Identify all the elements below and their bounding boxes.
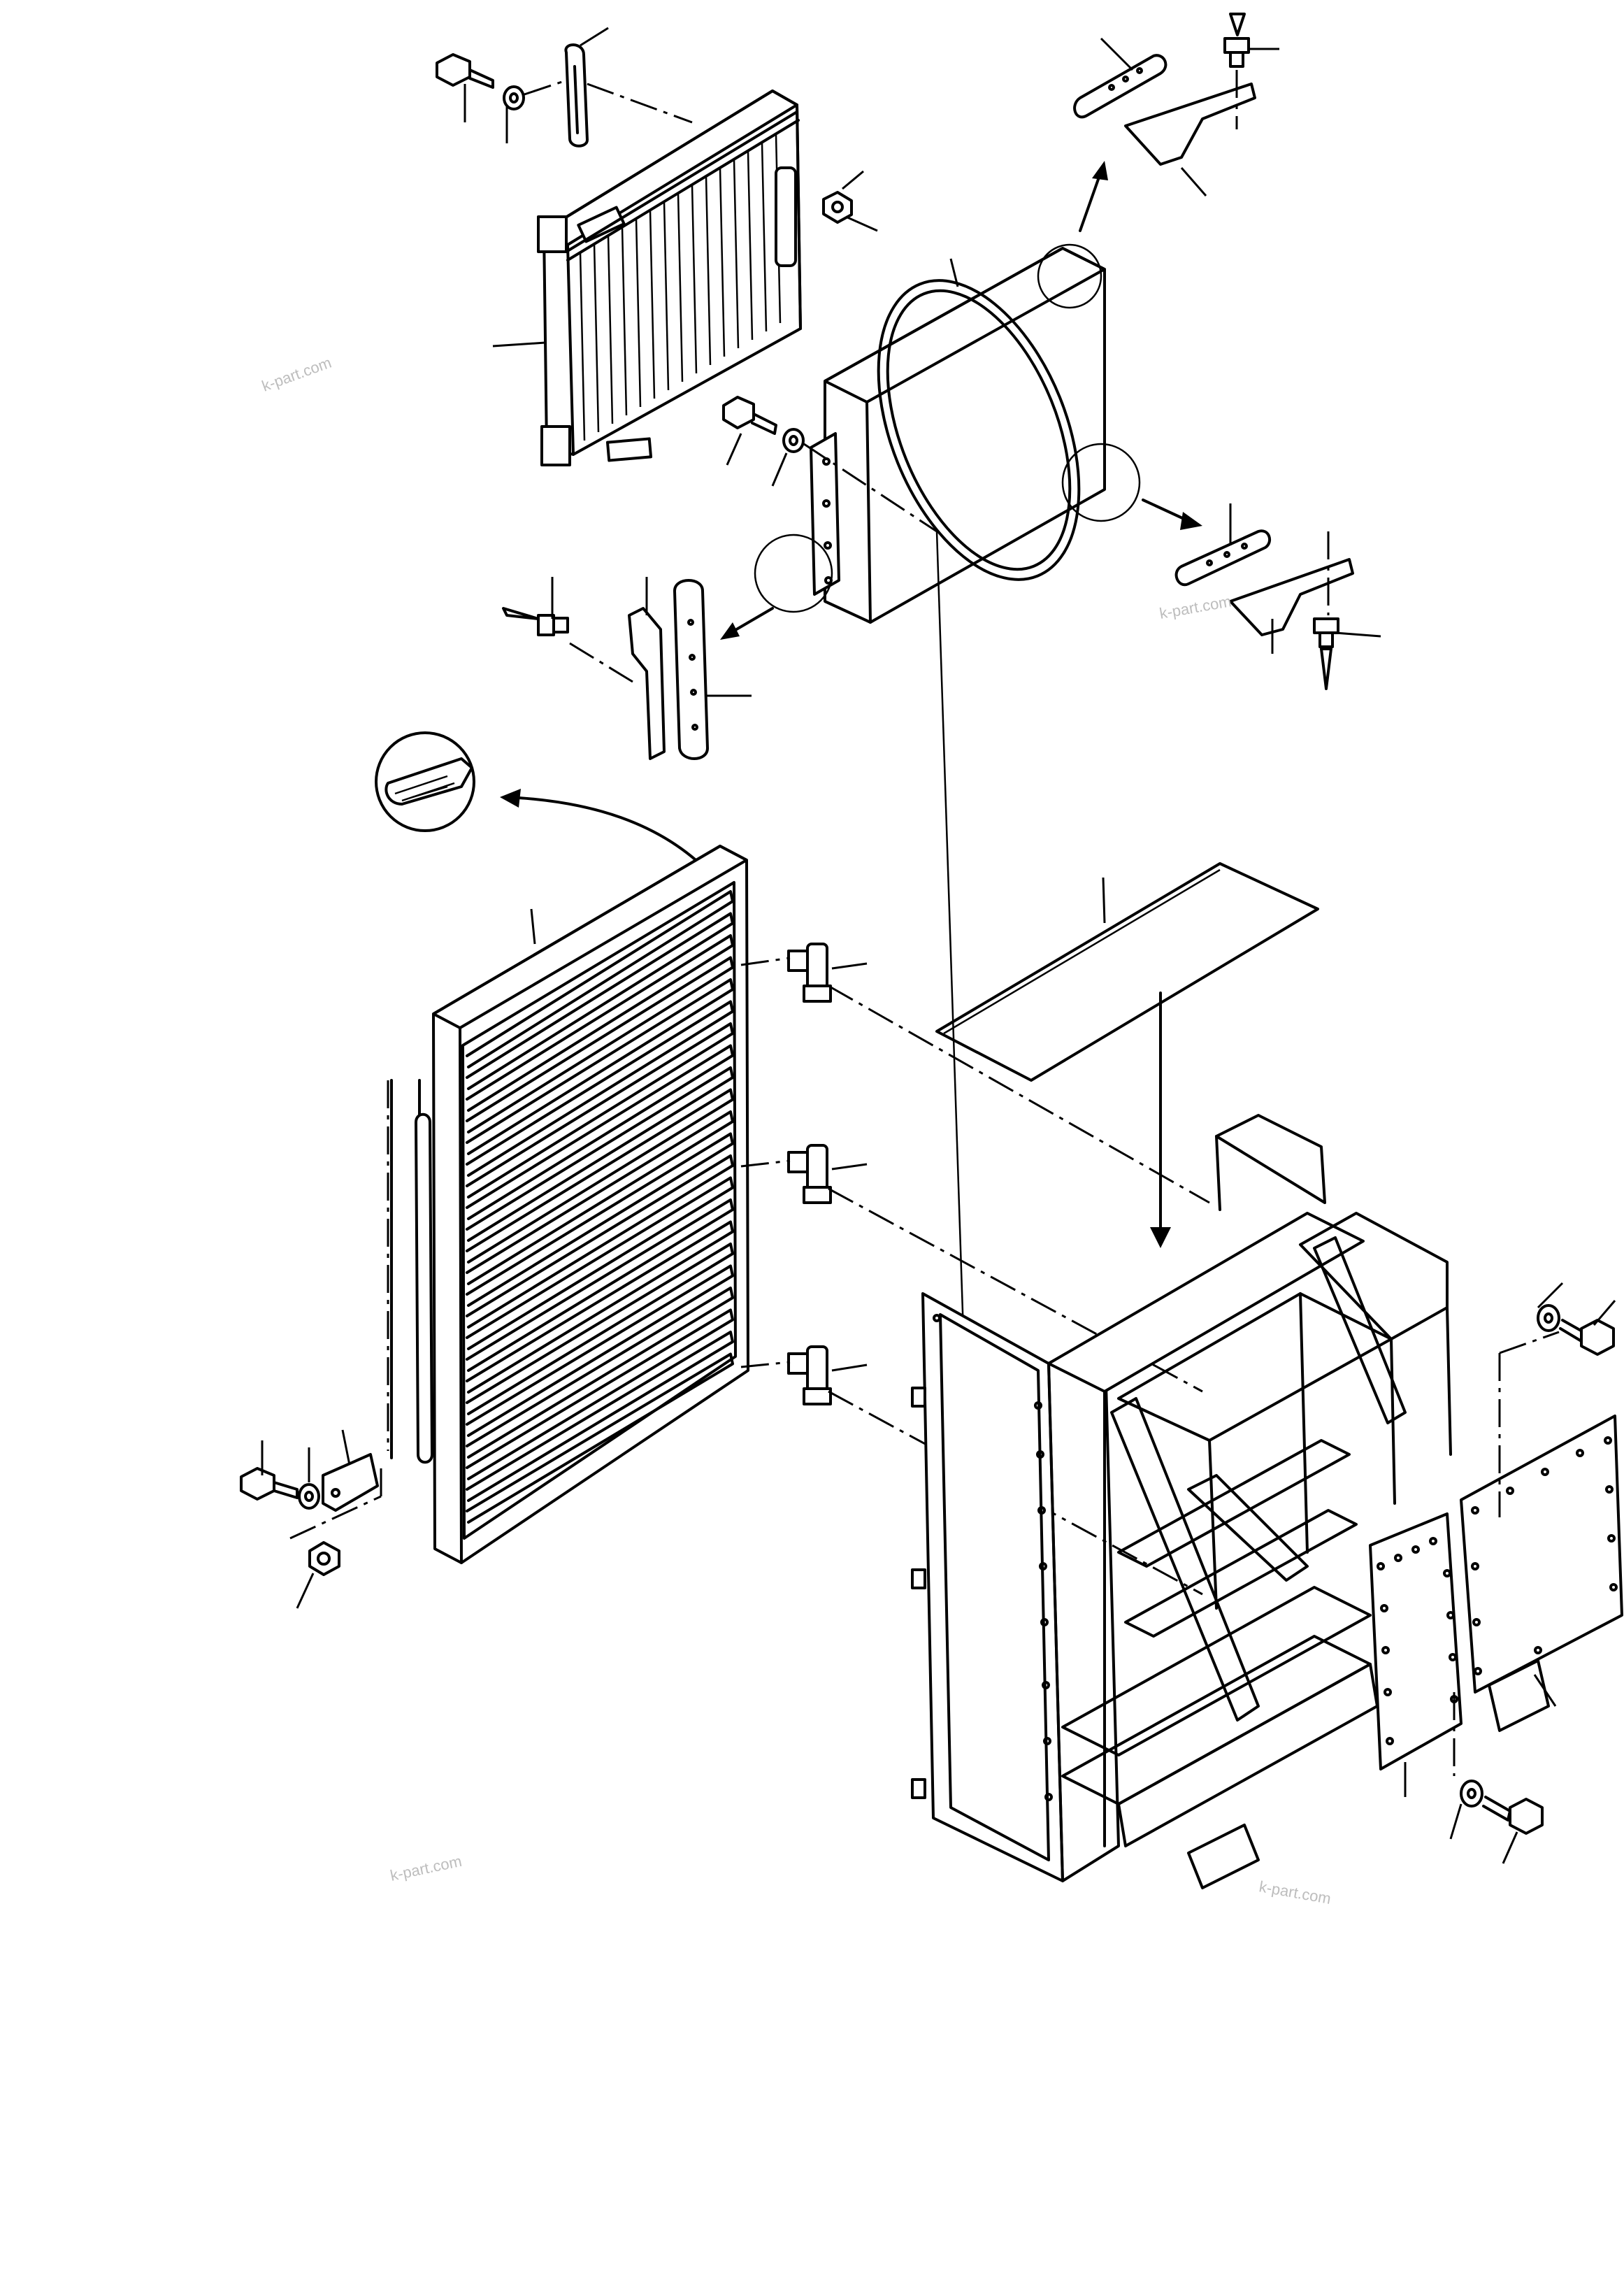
- section-detail-circle: [375, 731, 475, 832]
- louver-slat: [466, 934, 734, 1112]
- panel-washer-lower: [1460, 1780, 1483, 1808]
- hinge-3: [787, 1345, 832, 1405]
- shroud-detail-circle-left: [754, 534, 833, 613]
- arrow-to-right-seal: [1142, 499, 1190, 522]
- hinge-2: [787, 1144, 832, 1204]
- louver-slat: [466, 1264, 734, 1437]
- radiator-stay-clip: [564, 43, 589, 148]
- seal-retainer-top: [1124, 83, 1256, 166]
- louver-grille: [432, 845, 749, 1564]
- louver-slat: [466, 1220, 734, 1394]
- side-cover-panel-rear: [1460, 1415, 1623, 1694]
- hinge-1: [787, 943, 832, 1003]
- seal-retainer-left: [628, 607, 666, 760]
- louver-slat: [466, 1066, 734, 1242]
- louver-slat: [466, 1022, 734, 1198]
- radiator-core: [537, 90, 802, 466]
- seal-rubber-top: [1073, 54, 1167, 119]
- panel-bolt-upper: [1559, 1319, 1615, 1356]
- louver-slat: [466, 1132, 734, 1307]
- seal-retainer-right: [1229, 558, 1354, 636]
- louver-slat: [466, 956, 734, 1133]
- side-cover-panel-front: [1369, 1512, 1463, 1770]
- rivet-right: [1313, 531, 1339, 690]
- fan-shroud: [810, 247, 1106, 624]
- louver-slat: [466, 1000, 734, 1177]
- louver-slat: [466, 1198, 734, 1372]
- louver-slat: [466, 1176, 734, 1350]
- radiator-guard-frame: [911, 1114, 1452, 1889]
- rivet-left: [502, 607, 633, 683]
- watermark: k-part.com: [389, 1852, 464, 1884]
- grille-lock-washer: [298, 1483, 320, 1510]
- louver-slat: [466, 1352, 734, 1524]
- radiator-nut: [822, 191, 853, 224]
- seal-rubber-left: [673, 579, 709, 760]
- watermark: k-part.com: [259, 354, 333, 395]
- louver-slat: [466, 912, 734, 1090]
- louver-slat: [466, 1154, 734, 1329]
- radiator-mount-bolt: [436, 53, 494, 89]
- shroud-bolt: [722, 396, 777, 435]
- louver-slat: [466, 978, 734, 1155]
- louver-slat: [466, 1110, 734, 1285]
- grille-seal-strip: [387, 1079, 433, 1464]
- louver-slat: [466, 1044, 734, 1220]
- louver-slat: [466, 890, 734, 1068]
- panel-bolt-lower: [1482, 1796, 1544, 1835]
- louver-slat: [466, 1308, 734, 1480]
- panel-washer-upper: [1537, 1304, 1560, 1332]
- shroud-detail-circle-right: [1061, 443, 1141, 522]
- grille-lock-bolt: [240, 1467, 299, 1501]
- panel-bracket: [1488, 1659, 1550, 1732]
- radiator-side-bracket: [775, 166, 797, 267]
- louver-slat: [466, 1243, 734, 1415]
- grille-lock-nut: [308, 1541, 340, 1576]
- grille-lock-plate: [322, 1453, 379, 1512]
- louver-slat: [466, 1331, 734, 1502]
- watermark: k-part.com: [1158, 592, 1233, 622]
- shroud-detail-circle-top: [1037, 243, 1102, 309]
- arrow-to-top-seal: [1079, 170, 1102, 232]
- louver-slat: [466, 1287, 734, 1459]
- watermark: k-part.com: [1258, 1877, 1332, 1908]
- seal-rubber-right: [1174, 529, 1272, 587]
- shroud-washer: [782, 428, 805, 453]
- leader-lines: [261, 27, 1616, 1864]
- rivet-top: [1223, 13, 1250, 129]
- arrow-to-left-seal: [729, 607, 774, 634]
- radiator-mount-washer: [503, 85, 525, 110]
- louver-slat: [466, 1088, 734, 1264]
- insulation-sheet: [935, 862, 1319, 1082]
